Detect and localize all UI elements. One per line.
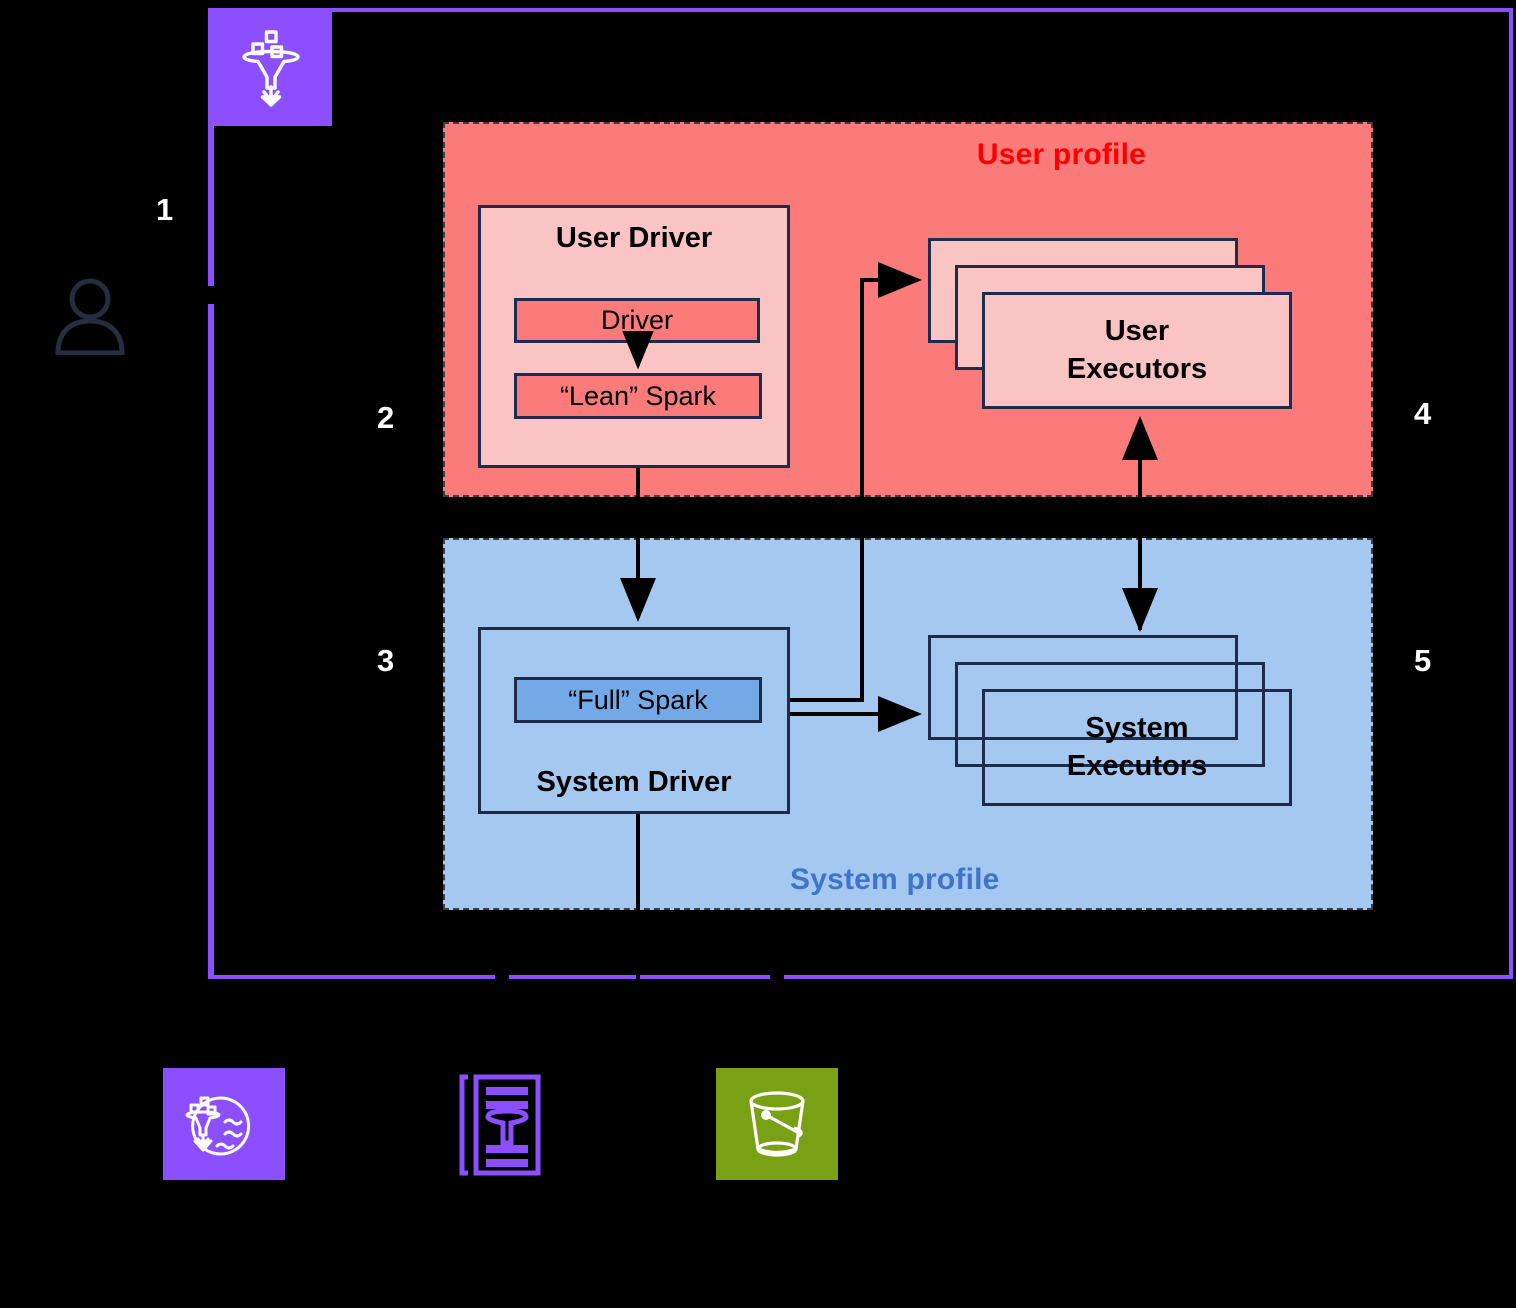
funnel-down-icon	[242, 30, 300, 107]
person-icon	[55, 278, 125, 356]
funnel-waves-circle-icon	[185, 1096, 251, 1156]
data-lake-icon	[163, 1068, 285, 1180]
frame-gap-left-1	[204, 286, 216, 304]
step-number-5: 5	[1414, 643, 1432, 678]
system-driver-title: System Driver	[536, 766, 732, 798]
user-actor	[50, 275, 130, 356]
bucket-icon	[749, 1091, 805, 1157]
user-profile-label: User profile	[976, 138, 1146, 171]
step-number-1: 1	[156, 192, 174, 227]
step-number-2: 2	[377, 400, 395, 435]
lean-spark-label: “Lean” Spark	[559, 380, 717, 411]
frame-gap-bottom-2	[770, 973, 784, 987]
system-executors-label-line2: Executors	[1066, 749, 1208, 782]
system-executors-box[interactable]: System Executors	[982, 689, 1292, 806]
driver-box[interactable]: Driver	[514, 298, 760, 343]
system-driver-box[interactable]: System Driver	[478, 627, 790, 814]
frame-gap-bottom-1	[495, 973, 509, 987]
lean-spark-box[interactable]: “Lean” Spark	[514, 373, 762, 419]
full-spark-label: “Full” Spark	[568, 684, 708, 715]
full-spark-box[interactable]: “Full” Spark	[514, 677, 762, 723]
step-number-3: 3	[377, 643, 395, 678]
system-executors-label-line1: System	[1085, 712, 1189, 745]
data-filter-icon	[210, 8, 332, 126]
system-executor-stack-back	[928, 635, 1238, 740]
driver-label: Driver	[601, 305, 673, 335]
user-executors-label-line2: Executors	[1066, 352, 1208, 385]
user-executors-label-line1: User	[1104, 315, 1170, 348]
user-executors-box[interactable]: User Executors	[982, 292, 1292, 409]
s3-bucket-icon	[716, 1068, 838, 1180]
user-driver-title: User Driver	[555, 222, 713, 254]
document-funnel-icon	[459, 1074, 541, 1176]
step-number-4: 4	[1414, 396, 1432, 431]
system-profile-label: System profile	[790, 863, 1000, 896]
notebook-icon	[441, 1066, 563, 1184]
system-executor-stack-mid	[955, 662, 1265, 767]
